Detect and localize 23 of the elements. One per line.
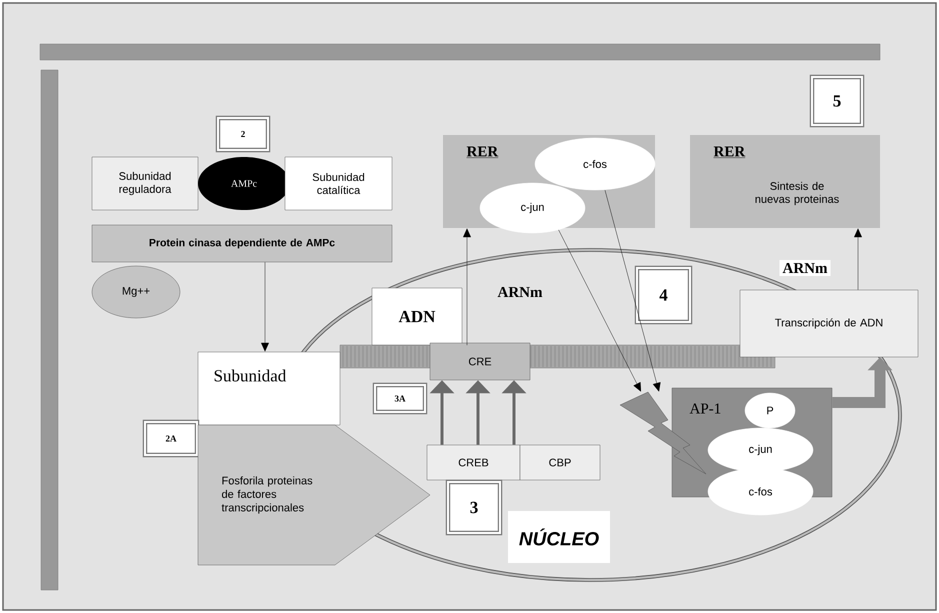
dna-box: ADN (372, 288, 462, 346)
edge-label: ARNm (494, 284, 546, 300)
arrow (558, 230, 641, 392)
subunit-box: Subunidad catalítica (284, 156, 392, 210)
number-box: 4 (634, 266, 692, 324)
number-box: 5 (810, 74, 864, 128)
edge-label: ARNm (780, 260, 830, 276)
subunit-box: Subunidad (198, 352, 340, 426)
kinase-box: Protein cinasa dependiente de AMPc (92, 224, 392, 262)
arrow (261, 262, 269, 352)
arrow (854, 228, 862, 290)
cbp-box: CBP (520, 444, 600, 480)
creb-box: CREB (426, 444, 520, 480)
arrow (463, 228, 471, 346)
transcription-box: Transcripción de ADN (740, 290, 918, 358)
number-box: 3 (446, 480, 502, 536)
number-box: 3A (372, 382, 428, 414)
number-box: 2A (142, 420, 200, 458)
rer-box: RER Sintesis de nuevas proteinas (690, 135, 880, 228)
number-box: 2 (216, 116, 270, 152)
arrow (604, 190, 661, 392)
cre-box: CRE (430, 342, 530, 380)
subunit-box: Subunidad reguladora (92, 156, 198, 210)
